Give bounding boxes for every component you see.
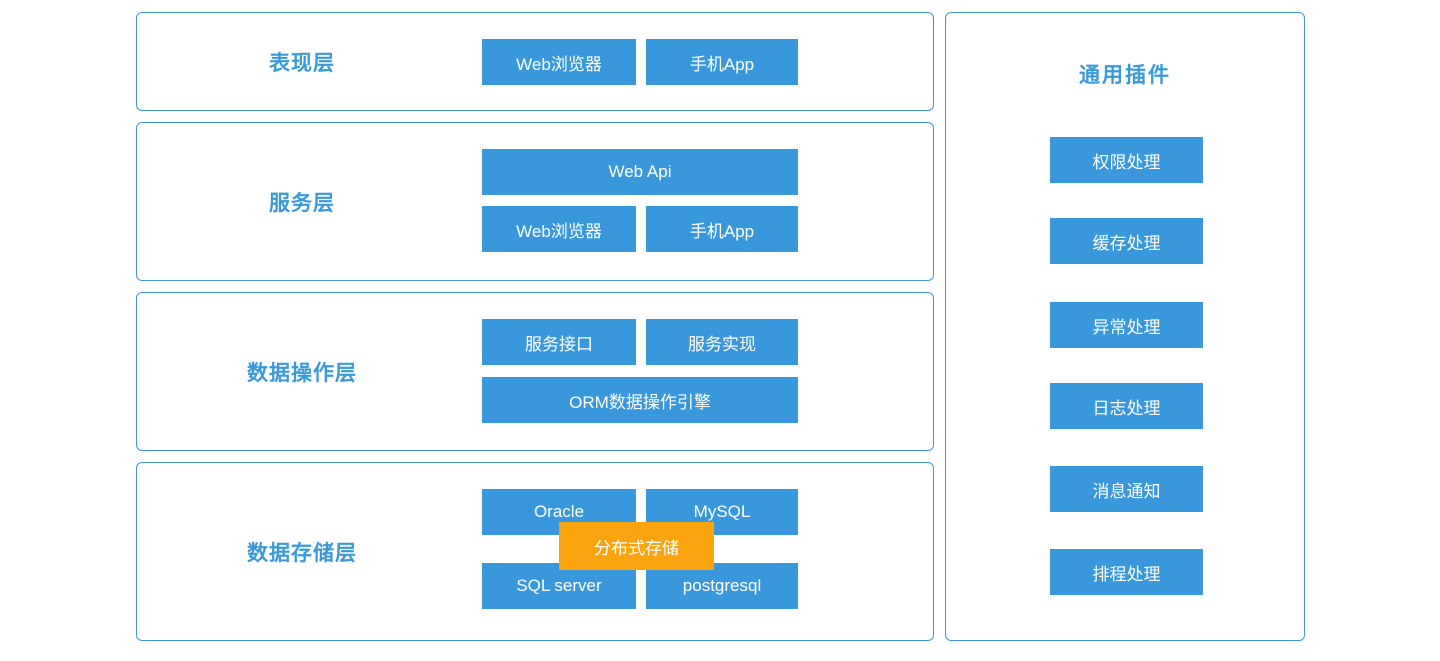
layer-box-service: 服务层 Web Api Web浏览器 手机App — [136, 122, 934, 281]
node-sql-server: SQL server — [482, 563, 636, 609]
node-service-interface: 服务接口 — [482, 319, 636, 365]
node-permission-handling: 权限处理 — [1050, 137, 1203, 183]
node-exception-handling: 异常处理 — [1050, 302, 1203, 348]
node-web-browser: Web浏览器 — [482, 39, 636, 85]
panel-title-common-plugins: 通用插件 — [1079, 64, 1171, 87]
node-message-notification: 消息通知 — [1050, 466, 1203, 512]
layer-title-presentation: 表现层 — [269, 51, 335, 75]
layer-title-data-storage: 数据存储层 — [247, 541, 357, 565]
node-service-implementation: 服务实现 — [646, 319, 798, 365]
layer-box-presentation: 表现层 Web浏览器 手机App — [136, 12, 934, 111]
layer-box-data-operation: 数据操作层 服务接口 服务实现 ORM数据操作引擎 — [136, 292, 934, 451]
node-postgresql: postgresql — [646, 563, 798, 609]
node-orm-engine: ORM数据操作引擎 — [482, 377, 798, 423]
node-schedule-handling: 排程处理 — [1050, 549, 1203, 595]
node-mobile-app: 手机App — [646, 39, 798, 85]
layer-title-service: 服务层 — [269, 191, 335, 215]
node-web-api: Web Api — [482, 149, 798, 195]
node-mobile-app: 手机App — [646, 206, 798, 252]
node-cache-handling: 缓存处理 — [1050, 218, 1203, 264]
node-log-handling: 日志处理 — [1050, 383, 1203, 429]
common-plugins-panel: 通用插件 权限处理 缓存处理 异常处理 日志处理 消息通知 排程处理 — [945, 12, 1305, 641]
node-distributed-storage: 分布式存储 — [559, 522, 714, 570]
layer-title-data-operation: 数据操作层 — [247, 361, 357, 385]
node-web-browser: Web浏览器 — [482, 206, 636, 252]
layer-box-data-storage: 数据存储层 Oracle MySQL SQL server postgresql… — [136, 462, 934, 641]
